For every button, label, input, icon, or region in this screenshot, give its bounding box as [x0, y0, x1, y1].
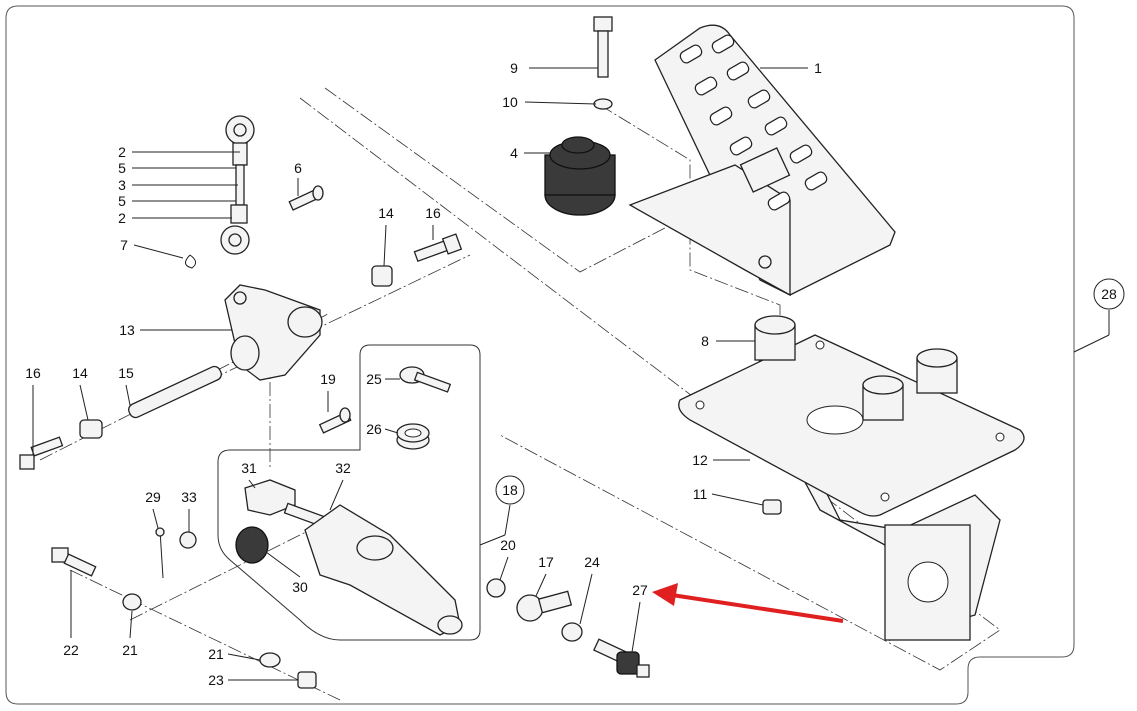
callout-10: 10 [502, 94, 518, 110]
callout-12: 12 [692, 452, 708, 468]
bolt-part-22 [51, 547, 97, 577]
callout-4: 4 [510, 145, 518, 161]
nut-part-23 [297, 671, 317, 689]
callout-32: 32 [335, 460, 351, 476]
callout-1: 1 [814, 60, 822, 76]
washer-part-20 [486, 578, 506, 598]
callout-22: 22 [63, 642, 79, 658]
callout-circle-18 [495, 475, 525, 505]
assembly-line [299, 97, 1001, 671]
washer-part-21a [122, 593, 142, 611]
callout-16: 16 [25, 365, 41, 381]
callout-2: 2 [118, 210, 126, 226]
switch-part-27 [593, 638, 650, 678]
callout-28: 28 [1101, 286, 1117, 302]
callout-13: 13 [119, 322, 135, 338]
washer-part-21b [259, 652, 281, 668]
callout-5: 5 [118, 160, 126, 176]
callout-circle-28 [1093, 278, 1125, 310]
assembly-line [69, 569, 341, 701]
callout-31: 31 [241, 460, 257, 476]
callout-17: 17 [538, 554, 554, 570]
callout-7: 7 [120, 237, 128, 253]
callout-16: 16 [425, 205, 441, 221]
leader-lines [32, 67, 1110, 681]
boot-part-30 [235, 526, 269, 564]
callout-11: 11 [692, 486, 708, 502]
nut-part-11 [762, 499, 782, 515]
callout-19: 19 [320, 371, 336, 387]
spacer-part-14b [79, 419, 103, 439]
bumper-part-8c [916, 348, 958, 394]
callout-23: 23 [208, 672, 224, 688]
washer-part-24 [561, 622, 583, 642]
callout-25: 25 [366, 371, 382, 387]
seal-part-26 [396, 423, 430, 450]
pin-part-19 [318, 407, 352, 434]
callout-21: 21 [122, 642, 138, 658]
spring-clip-part-7 [185, 254, 196, 269]
spacer-part-14a [371, 265, 393, 287]
callout-14: 14 [72, 365, 88, 381]
callout-18: 18 [502, 482, 518, 498]
rubber-boot-part-4 [544, 136, 616, 216]
callout-8: 8 [701, 333, 709, 349]
assembly-line [324, 87, 691, 273]
callout-20: 20 [500, 537, 516, 553]
fitting-part-25 [399, 366, 452, 393]
callout-15: 15 [118, 365, 134, 381]
callout-5: 5 [118, 193, 126, 209]
bolt-part-16a [413, 233, 463, 263]
tube-part-15 [128, 365, 222, 419]
rod-end-assembly [220, 115, 255, 255]
inset-frame [217, 344, 481, 641]
bolt-part-16b [19, 436, 64, 470]
washer-part-10 [593, 98, 613, 110]
banjo-part-17 [516, 590, 573, 622]
bumper-part-8b [862, 375, 904, 421]
assembly-line [129, 514, 341, 621]
pin-part-6 [288, 185, 324, 211]
frame-border [5, 5, 1075, 705]
callout-21: 21 [208, 646, 224, 662]
lever-part-13 [224, 284, 323, 381]
callout-30: 30 [292, 579, 308, 595]
callout-2: 2 [118, 144, 126, 160]
bolt-part-9 [593, 16, 613, 78]
bumper-part-8a [754, 315, 796, 361]
callout-33: 33 [181, 489, 197, 505]
base-plate-12 [678, 334, 1025, 641]
callout-24: 24 [584, 554, 600, 570]
callout-29: 29 [145, 489, 161, 505]
pin-part-29 [155, 527, 165, 579]
callout-3: 3 [118, 177, 126, 193]
callout-9: 9 [510, 60, 518, 76]
callout-14: 14 [378, 205, 394, 221]
assembly-line [599, 104, 781, 340]
callout-27: 27 [632, 582, 648, 598]
red-arrow [652, 583, 844, 623]
pedal-part-1 [628, 24, 896, 297]
master-cylinder [244, 479, 463, 636]
washer-part-33 [179, 531, 197, 549]
callout-6: 6 [294, 160, 302, 176]
callout-26: 26 [366, 421, 382, 437]
